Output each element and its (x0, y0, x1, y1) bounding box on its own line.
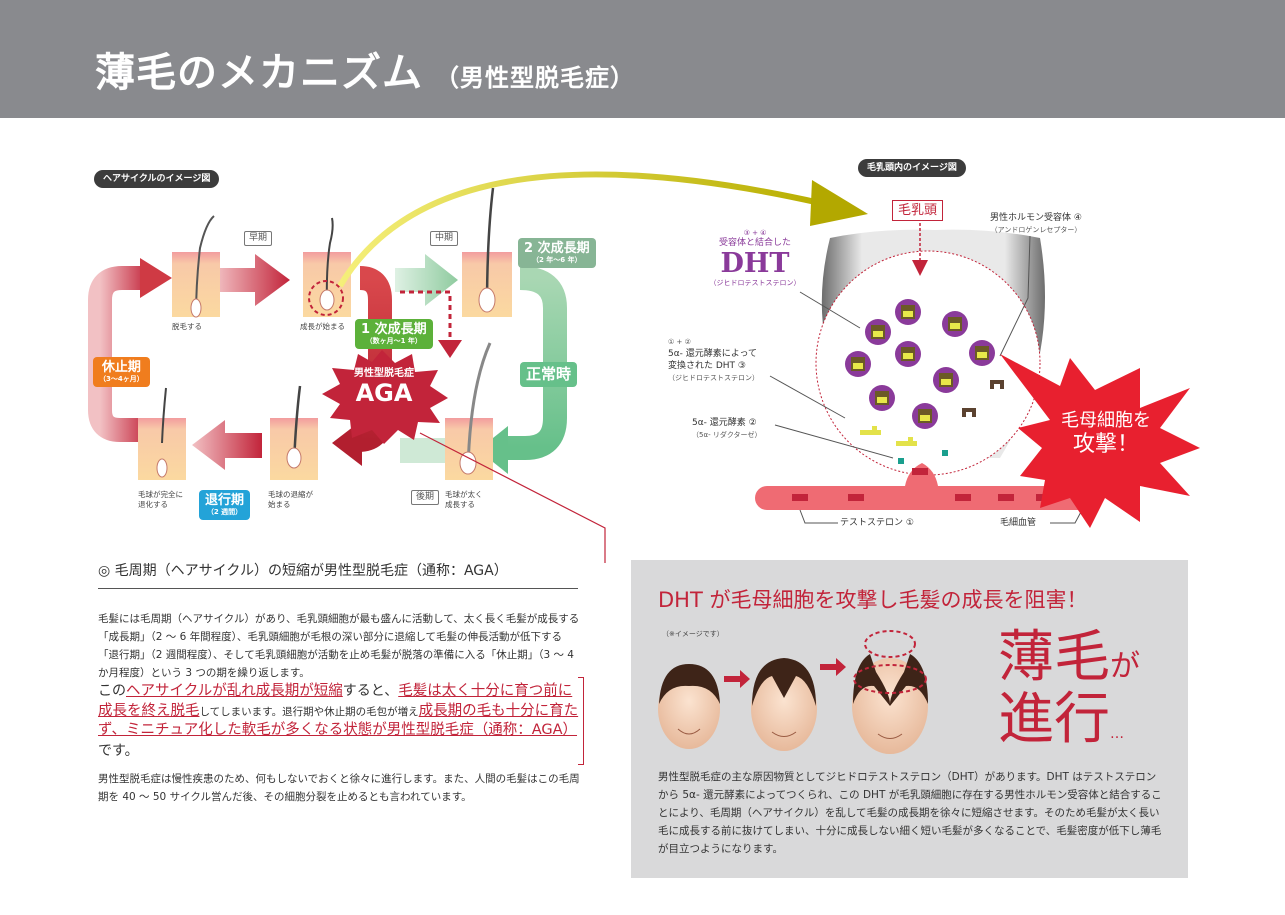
hair-card-middle (462, 187, 512, 317)
receptor-label: 男性ホルモン受容体 ④（アンドロゲンレセプター） (990, 213, 1082, 234)
enzyme-shape (898, 458, 904, 464)
label-shedding: 脱毛する (172, 322, 202, 331)
head-thinning (751, 658, 817, 751)
red-arrow-top-middle (215, 254, 290, 306)
red-cycle-path (88, 266, 150, 442)
aga-label: 男性型脱毛症 AGA (354, 368, 414, 407)
enzyme-shape (860, 426, 881, 435)
emphasis-bracket (578, 677, 584, 765)
hair-card-growth-start (303, 217, 351, 317)
testosterone-label: テストステロン ① (840, 518, 914, 528)
stage-growth2: 2 次成長期（2 年〜6 年） (518, 238, 596, 268)
diagram-canvas (88, 171, 1200, 563)
yellow-arrowhead (810, 180, 868, 226)
enzyme-shape (942, 450, 948, 456)
paragraph-1: 毛髪には毛周期（ヘアサイクル）があり、毛乳頭細胞が最も盛んに活動して、太く長く毛… (98, 613, 580, 679)
leader-enzyme (774, 424, 894, 459)
head-bald (852, 630, 928, 754)
phase-early: 早期 (244, 231, 273, 246)
dotted-arrow (400, 290, 452, 343)
hair-cycle-label: ヘアサイクルのイメージ図 (94, 170, 220, 188)
enzyme-shape (896, 437, 917, 446)
stage-regress: 退行期（2 週間） (199, 490, 251, 520)
yellow-curve-arrow (337, 171, 821, 288)
capillary-vessel (755, 486, 1090, 510)
page-title: 薄毛のメカニズム（男性型脱毛症） (95, 50, 635, 96)
label-bulb-regressed: 毛球が完全に退化する (138, 490, 183, 509)
free-receptor (990, 380, 1004, 389)
papilla-diagram-label: 毛乳頭内のイメージ図 (858, 159, 966, 177)
testosterone-mark (792, 494, 808, 501)
paragraph-3: 男性型脱毛症は慢性疾患のため、何もしないでおくと徐々に進行します。また、人間の毛… (98, 773, 580, 803)
red-arrow-bottom-middle (192, 420, 262, 470)
testosterone-mark (998, 494, 1014, 501)
enzyme-label: 5α- 還元酵素 ②（5α- リダクターゼ） (692, 418, 762, 439)
testosterone-mark (955, 494, 971, 501)
big-text-thinning: 薄毛が (998, 625, 1140, 690)
aga-connector-line (419, 432, 606, 563)
green-arrow-top (395, 254, 458, 306)
testosterone-mark (912, 468, 928, 475)
green-arrow-bottom (400, 438, 445, 463)
section-heading: ◎ 毛周期（ヘアサイクル）の短縮が男性型脱毛症（通称：AGA） (98, 560, 578, 589)
stage-growth1: 1 次成長期（数ヶ月〜1 年） (355, 319, 433, 349)
red-arrowhead-top-left (140, 258, 172, 298)
image-note: （※イメージです） (662, 630, 724, 638)
leader-receptor (999, 235, 1031, 357)
leader-conversion (769, 375, 846, 419)
dht-complexes (845, 299, 995, 429)
phase-late: 後期 (411, 490, 440, 505)
label-thick-grow: 毛球が太く成長する (445, 490, 483, 509)
papilla-label: 毛乳頭 (892, 200, 944, 221)
head-normal (658, 664, 720, 749)
stage-normal: 正常時 (520, 362, 578, 387)
label-bulb-regress: 毛球の退縮が始まる (268, 490, 313, 509)
papilla-circle (815, 250, 1041, 476)
label-growth-start: 成長が始まる (300, 322, 345, 331)
header-bar: 薄毛のメカニズム（男性型脱毛症） (0, 0, 1285, 118)
leader-dht (799, 291, 861, 329)
papilla-arrowhead (912, 260, 928, 276)
attack-label: 毛母細胞を攻撃！ (1061, 410, 1151, 457)
head-arrow-1 (724, 670, 750, 688)
testosterone-mark (848, 494, 864, 501)
head-arrow-2 (820, 658, 846, 676)
heads-illustration (658, 630, 928, 754)
leader-capillary (1050, 509, 1083, 524)
dht-box-title: DHT が毛母細胞を攻撃し毛髪の成長を阻害！ (658, 588, 1088, 612)
stage-rest: 休止期（3〜4ヶ月） (93, 357, 150, 387)
hair-card-late (445, 342, 493, 480)
paragraph-2: このヘアサイクルが乱れ成長期が短縮すると、毛髪は太く十分に育つ前に成長を終え脱毛… (98, 683, 579, 759)
hair-card-regressed (138, 387, 186, 480)
page-subtitle: （男性型脱毛症） (435, 64, 635, 92)
attack-starburst (1000, 354, 1200, 528)
aga-starburst (322, 350, 448, 444)
dotted-arrowhead (438, 340, 462, 358)
dht-label: ③ + ④ 受容体と結合した DHT （ジヒドロテストステロン） (709, 229, 801, 287)
phase-middle: 中期 (430, 231, 459, 246)
green-normal-path (505, 266, 567, 460)
free-receptor (962, 408, 976, 417)
hair-card-shedding (172, 215, 220, 318)
leader-testosterone (799, 509, 838, 524)
capillary-label: 毛細血管 (1000, 518, 1037, 528)
dht-box-text: 男性型脱毛症の主な原因物質としてジヒドロテストステロン（DHT）があります。DH… (658, 771, 1162, 855)
hair-card-regress (270, 385, 318, 480)
big-text-progress: 進行… (998, 687, 1124, 752)
